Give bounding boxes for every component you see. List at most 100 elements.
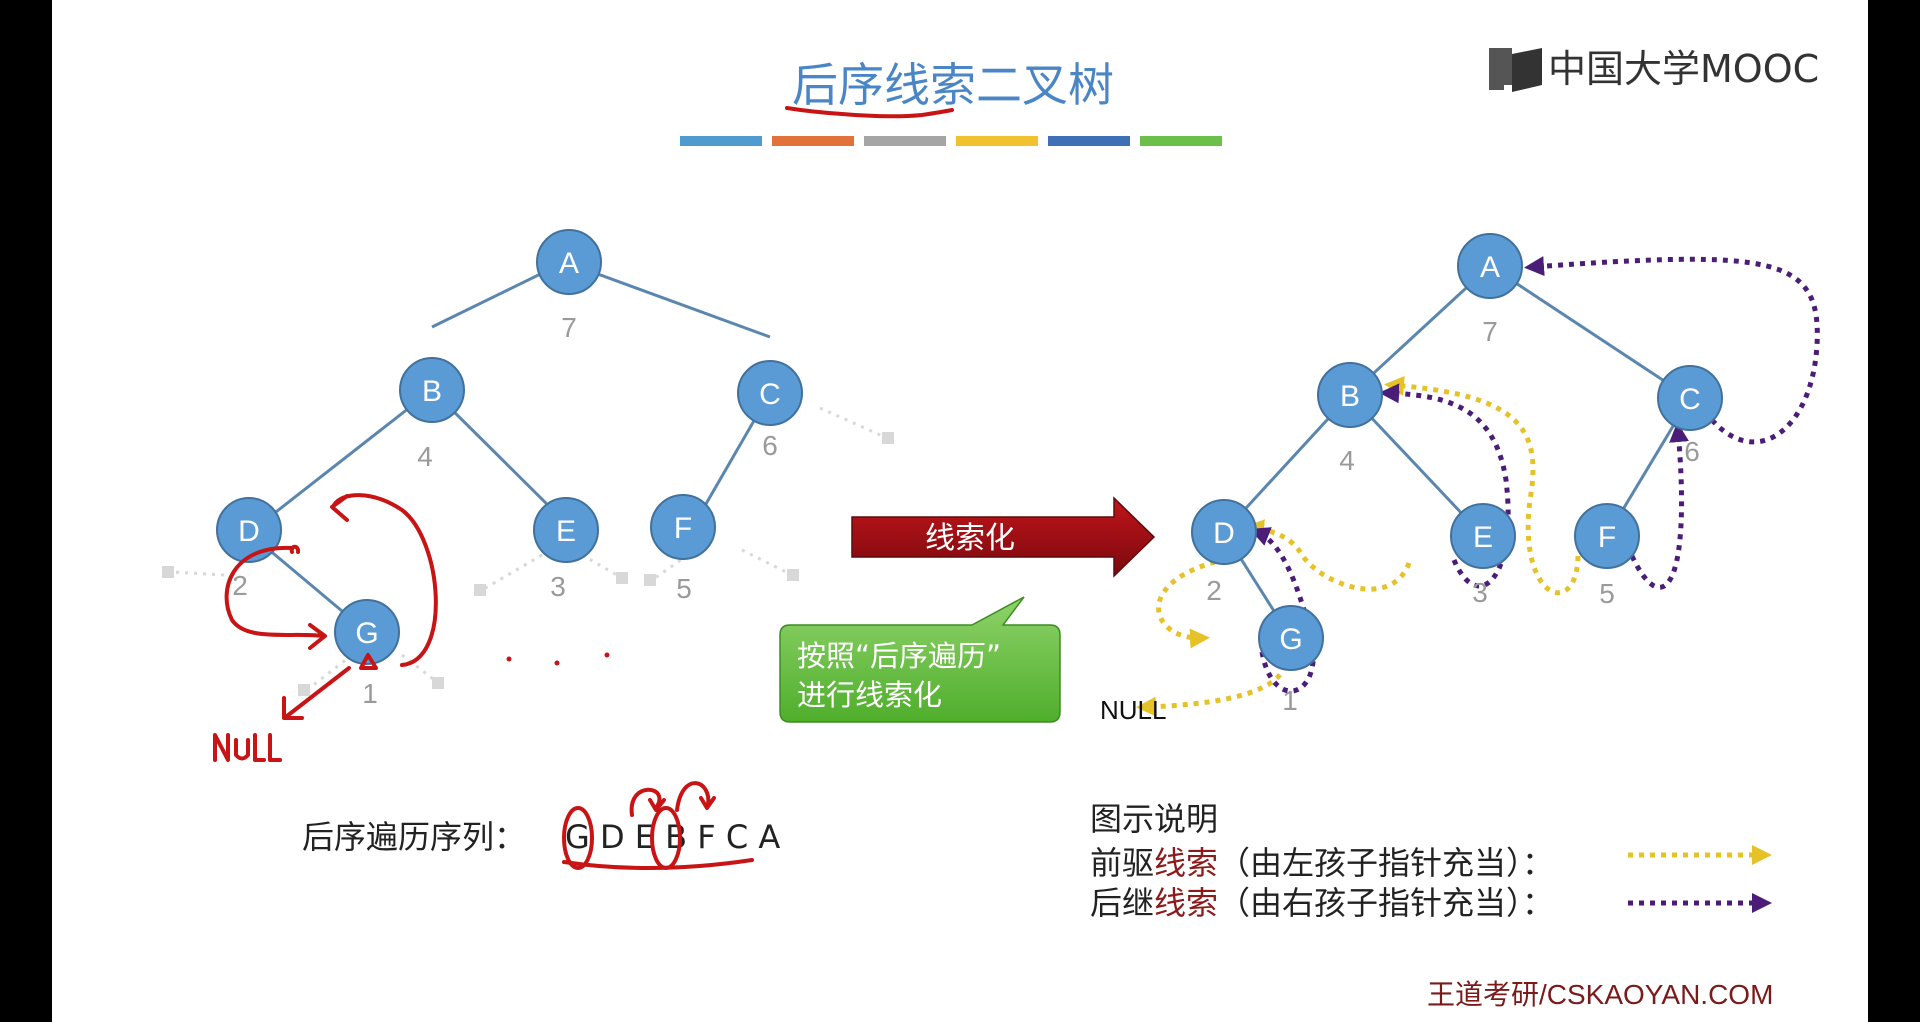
order-label: 6 — [1684, 436, 1700, 467]
node-label: A — [1480, 251, 1500, 284]
order-label: 1 — [362, 678, 378, 709]
legend-succ-suffix: （由右孩子指针充当）： — [1218, 884, 1554, 922]
node-label: G — [1279, 623, 1302, 656]
null-stub-F-left — [651, 553, 689, 582]
node-label: B — [422, 375, 442, 408]
legend-pred-text: 前驱线索（由左孩子指针充当）： — [1090, 844, 1554, 882]
legend-pred-suffix: （由左孩子指针充当）： — [1218, 844, 1554, 882]
book-icon-page — [1512, 48, 1542, 92]
node-label: E — [1473, 521, 1493, 554]
slide-canvas: 后序线索二叉树 中国大学MOOC A 7 — [162, 47, 1820, 1010]
right-node-C: C — [1657, 365, 1723, 431]
slide-title: 后序线索二叉树 — [792, 58, 1114, 112]
node-label: D — [238, 515, 260, 548]
accent-bar-segment — [1140, 136, 1222, 146]
sequence-label: 后序遍历序列： — [302, 818, 526, 856]
left-node-D: D — [216, 497, 282, 563]
pred-thread-D — [1156, 559, 1216, 649]
callout-line-2: 进行线索化 — [797, 678, 942, 712]
null-stub-end — [432, 677, 444, 689]
order-label: 2 — [1206, 575, 1222, 606]
null-stub-end — [162, 566, 174, 578]
annotation-d-mark — [289, 544, 301, 554]
legend-succ-prefix: 后继 — [1090, 884, 1154, 922]
legend-heading: 图示说明 — [1090, 800, 1218, 838]
legend: 图示说明 前驱线索（由左孩子指针充当）： 后继线索（由右孩子指针充当）： — [1090, 800, 1772, 922]
order-label: 4 — [1339, 445, 1355, 476]
right-tree: A 7 B 4 C 6 D 2 E 3 F 5 G — [1100, 233, 1820, 725]
order-label: 2 — [232, 570, 248, 601]
book-icon — [1489, 48, 1512, 90]
node-label: B — [1340, 380, 1360, 413]
left-tree: A 7 B 4 C 6 D 2 E 3 F 5 G — [162, 229, 894, 709]
left-node-G: G — [334, 599, 400, 665]
annotation-dot — [506, 656, 512, 662]
annotation-arrow-G-to-D — [332, 493, 438, 667]
order-label: 7 — [1482, 316, 1498, 347]
null-stub-end — [474, 584, 486, 596]
null-stub-E-right — [581, 553, 623, 580]
annotation-underline-sequence — [562, 858, 754, 870]
callout-bubble: 按照“后序遍历” 进行线索化 — [779, 596, 1061, 723]
annotation-dot — [554, 660, 560, 666]
order-label: 1 — [1282, 685, 1298, 716]
threading-arrow: 线索化 — [851, 496, 1156, 578]
annotation-arrow-D-to-G — [224, 545, 324, 638]
annotation-arrowhead — [308, 623, 327, 650]
annotation-arrowhead — [282, 696, 304, 720]
accent-bar-segment — [772, 136, 854, 146]
null-stub-F-right — [741, 548, 793, 577]
annotation-arrowhead — [330, 494, 349, 522]
null-stub-end — [882, 432, 894, 444]
annotation-dot — [604, 652, 610, 658]
threading-arrow-label: 线索化 — [925, 521, 1015, 556]
order-label: 7 — [561, 312, 577, 343]
callout-line-1: 按照“后序遍历” — [797, 639, 1001, 673]
node-label: C — [759, 378, 781, 411]
brand-logo-text: 中国大学MOOC — [1548, 47, 1819, 91]
node-label: F — [674, 512, 692, 545]
node-label: G — [355, 617, 378, 650]
node-label: D — [1213, 517, 1235, 550]
postorder-sequence: 后序遍历序列： G D E B F C A — [302, 781, 780, 870]
node-label: A — [559, 247, 579, 280]
order-label: 5 — [1599, 578, 1615, 609]
accent-bar — [680, 136, 1222, 146]
pred-thread-E — [1244, 519, 1412, 592]
succ-thread-G — [1249, 527, 1316, 694]
legend-succ-text: 后继线索（由右孩子指针充当）： — [1090, 884, 1554, 922]
edge-A-C — [1489, 264, 1691, 400]
left-node-F: F — [650, 494, 716, 560]
accent-bar-segment — [864, 136, 946, 146]
edge-B-D — [248, 388, 433, 535]
node-label: E — [556, 515, 576, 548]
null-stub-G-left — [306, 653, 353, 692]
accent-bar-segment — [680, 136, 762, 146]
succ-thread-E — [1379, 383, 1511, 589]
left-node-A: A — [536, 229, 602, 295]
order-label: 3 — [1472, 577, 1488, 608]
null-stub-G-right — [401, 653, 438, 684]
annotation-loop — [675, 781, 716, 812]
null-stub-end — [298, 684, 310, 696]
null-stub-end — [616, 572, 628, 584]
right-node-F: F — [1574, 503, 1640, 569]
null-stub-end — [644, 574, 656, 586]
order-label: 6 — [762, 430, 778, 461]
annotation-triangle-g — [359, 653, 378, 670]
succ-thread-C — [1524, 256, 1820, 445]
node-label: F — [1598, 521, 1616, 554]
node-label: C — [1679, 383, 1701, 416]
left-node-C: C — [737, 360, 803, 426]
slide: 后序线索二叉树 中国大学MOOC A 7 — [52, 0, 1868, 1022]
null-stub-D-left — [171, 570, 225, 577]
handwritten-annotations — [213, 493, 610, 762]
mooc-logo: 中国大学MOOC — [1489, 47, 1819, 92]
sequence-value: G D E B F C A — [565, 818, 780, 856]
accent-bar-segment — [1048, 136, 1130, 146]
succ-thread-F — [1629, 422, 1690, 590]
handwritten-null — [213, 733, 282, 762]
title-underline-annotation — [785, 106, 954, 119]
right-node-D: D — [1191, 499, 1257, 565]
footer-brand: 王道考研/CSKAOYAN.COM — [1427, 979, 1773, 1010]
